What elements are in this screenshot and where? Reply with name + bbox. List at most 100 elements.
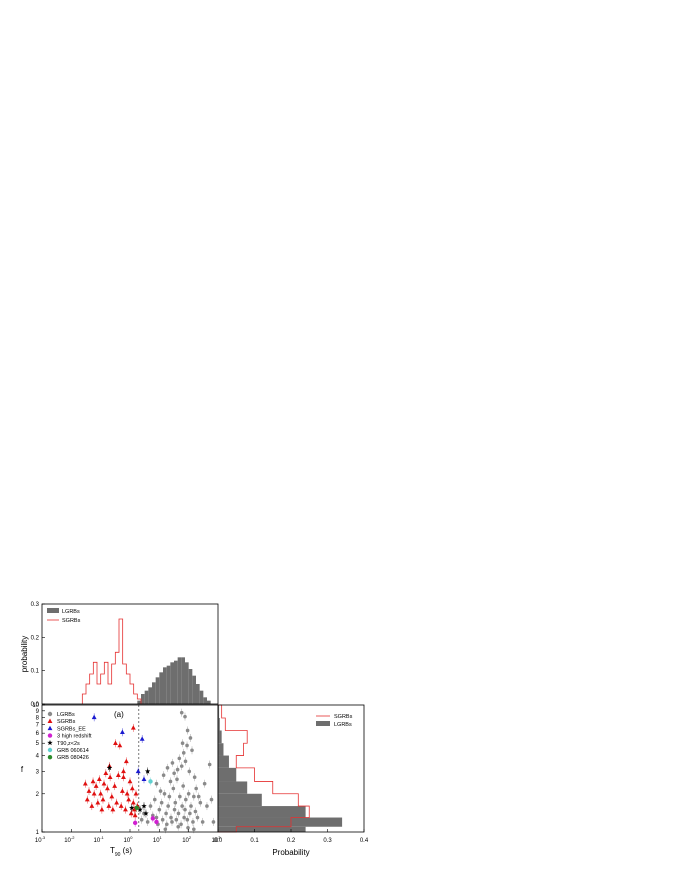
scatter-point-lgrbs <box>159 800 164 805</box>
scatter-point-sgrbs <box>131 806 137 812</box>
scatter-point-sgrbs <box>110 806 116 812</box>
scatter-point-sgrbs <box>99 806 105 812</box>
scatter-point-sgrbs <box>96 776 102 782</box>
legend-marker-lgrbs <box>47 711 53 717</box>
scatter-point-sgrbs-ee <box>119 729 125 735</box>
scatter-point-sgrbs <box>124 791 130 796</box>
legend-marker-grb-080426 <box>47 755 53 760</box>
scatter-point-lgrbs <box>188 736 193 740</box>
scatter-x-tick-label: 101 <box>153 835 163 844</box>
scatter-point-lgrbs <box>166 804 170 808</box>
scatter-point-lgrbs <box>170 761 175 765</box>
legend-label-lgrbs: LGRBs <box>57 712 75 718</box>
scatter-point-lgrbs <box>163 827 168 832</box>
scatter-point-lgrbs <box>185 743 189 748</box>
panel-annotation: (a) <box>114 710 124 719</box>
right-lgrbs-bar <box>218 718 220 731</box>
top-lgrbs-bar <box>203 697 207 704</box>
scatter-point-sgrbs <box>133 791 139 796</box>
scatter-point-sgrbs <box>103 770 109 776</box>
top-lgrbs-bar <box>148 687 152 704</box>
top-y-tick-label: 0.0 <box>31 702 40 708</box>
right-lgrbs-bar <box>218 781 248 794</box>
scatter-point-sgrbs <box>132 812 138 818</box>
scatter-point-lgrbs <box>169 815 173 820</box>
scatter-point-lgrbs <box>175 777 179 782</box>
scatter-y-tick-label: 4 <box>36 754 40 760</box>
right-x-tick-label: 0.4 <box>360 838 369 844</box>
top-lgrbs-bar <box>166 665 171 704</box>
scatter-point-lgrbs <box>167 794 172 799</box>
scatter-point-lgrbs <box>178 794 182 799</box>
legend-marker-sgrbs-ee <box>47 725 53 731</box>
scatter-y-tick-label: 5 <box>36 741 40 747</box>
scatter-point-sgrbs <box>121 774 126 779</box>
scatter-point-lgrbs <box>185 728 190 733</box>
scatter-point-lgrbs <box>165 766 170 770</box>
scatter-point-lgrbs <box>205 804 209 808</box>
scatter-x-tick-label: 100 <box>124 835 134 844</box>
right-lgrbs-bar <box>218 826 306 832</box>
scatter-x-tick-label: 103 <box>212 835 222 844</box>
scatter-y-tick-label: 6 <box>36 731 40 737</box>
legend-label-grb-080426: GRB 080426 <box>57 755 89 761</box>
scatter-point-lgrbs <box>200 820 205 824</box>
scatter-point-t90-z-2s <box>144 768 151 774</box>
legend-label-3-high-redshift: 3 high redshift <box>57 734 92 740</box>
scatter-point-sgrbs-ee <box>135 768 141 774</box>
scatter-point-sgrbs <box>90 778 96 784</box>
right-legend-label-sgrbs: SGRBs <box>334 714 353 720</box>
top-lgrbs-bar <box>155 677 160 704</box>
scatter-y-tick-label: 9 <box>36 709 40 715</box>
top-lgrbs-bar <box>199 690 204 704</box>
scatter-point-sgrbs <box>93 783 99 788</box>
scatter-point-t90-z-2s <box>143 810 149 816</box>
top-lgrbs-bar <box>137 700 141 704</box>
scatter-point-lgrbs <box>176 811 181 816</box>
top-plot-frame <box>41 603 219 705</box>
scatter-point-lgrbs <box>193 809 198 814</box>
scatter-point-t90-z-2s <box>129 804 135 811</box>
top-lgrbs-bar <box>174 660 178 704</box>
top-sgrbs-step-line <box>81 618 142 704</box>
scatter-point-sgrbs <box>95 800 101 805</box>
scatter-point-sgrbs <box>100 796 106 802</box>
top-lgrbs-bar <box>152 682 156 704</box>
right-legend-label-lgrbs: LGRBs <box>334 722 352 728</box>
scatter-point-sgrbs <box>113 740 118 745</box>
scatter-point-lgrbs <box>207 762 212 767</box>
scatter-x-tick-label: 102 <box>182 835 192 844</box>
right-lgrbs-bar <box>218 755 229 768</box>
scatter-point-lgrbs <box>196 794 201 799</box>
scatter-point-3-high-redshift <box>154 819 159 825</box>
scatter-point-grb-080426 <box>134 805 139 811</box>
scatter-point-lgrbs <box>184 797 188 802</box>
scatter-point-sgrbs <box>123 806 128 812</box>
top-lgrbs-bar <box>185 662 189 704</box>
scatter-point-3-high-redshift <box>150 816 156 821</box>
scatter-point-lgrbs <box>162 791 167 796</box>
legend-label-sgrbs: SGRBs <box>62 618 81 624</box>
scatter-point-lgrbs <box>180 804 184 808</box>
legend-label-t90-z-2s: T90,z<2s <box>57 741 80 747</box>
legend-label-grb-060614: GRB 060614 <box>57 748 89 754</box>
scatter-point-lgrbs <box>173 800 178 805</box>
scatter-point-lgrbs <box>161 773 166 778</box>
top-lgrbs-bar <box>188 669 193 704</box>
scatter-point-lgrbs <box>170 820 174 824</box>
scatter-point-lgrbs <box>209 797 214 802</box>
top-y-ticks: 0.00.10.20.3 <box>31 602 45 708</box>
right-x-axis-label: Probability <box>272 848 309 857</box>
scatter-point-lgrbs <box>176 824 181 829</box>
scatter-point-lgrbs <box>182 815 186 820</box>
scatter-point-sgrbs <box>112 783 118 788</box>
right-lgrbs-bar <box>218 806 306 818</box>
scatter-point-sgrbs <box>86 788 92 793</box>
scatter-point-lgrbs <box>194 786 198 791</box>
scatter-point-lgrbs <box>191 820 195 824</box>
scatter-point-lgrbs <box>183 807 187 812</box>
